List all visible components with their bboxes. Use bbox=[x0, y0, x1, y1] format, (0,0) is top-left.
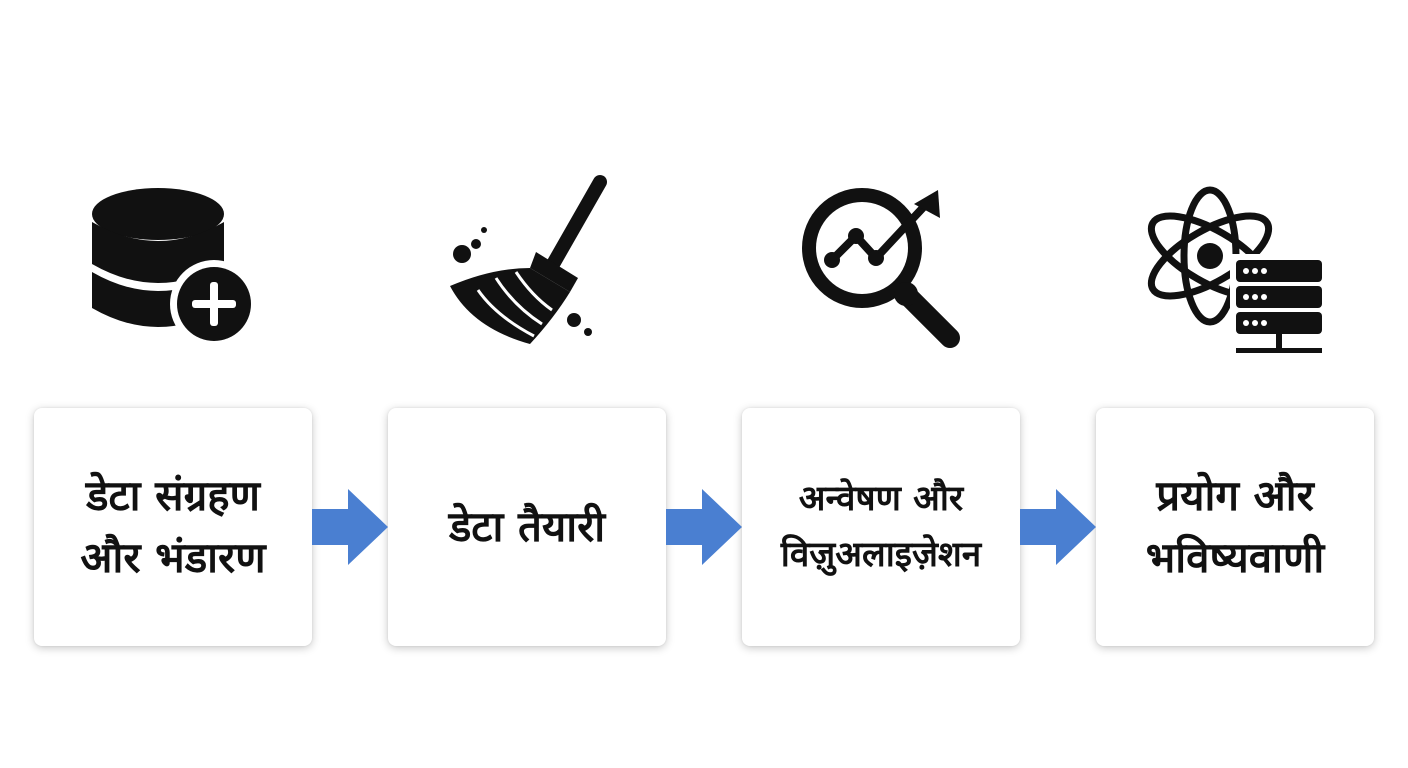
arrow-right-icon bbox=[1020, 489, 1096, 565]
step-4-line-1: प्रयोग और bbox=[1156, 471, 1314, 520]
step-box-2: डेटा तैयारी bbox=[388, 408, 666, 646]
step-box-3: अन्वेषण और विज़ुअलाइज़ेशन bbox=[742, 408, 1020, 646]
arrow-right-icon bbox=[666, 489, 742, 565]
step-3-line-1: अन्वेषण और bbox=[798, 479, 964, 519]
step-4-line-2: भविष्यवाणी bbox=[1145, 533, 1325, 582]
broom-icon bbox=[436, 168, 626, 358]
atom-server-icon bbox=[1140, 168, 1330, 358]
step-box-1: डेटा संग्रहण और भंडारण bbox=[34, 408, 312, 646]
step-1-line-1: डेटा संग्रहण bbox=[86, 471, 260, 520]
step-3-line-2: विज़ुअलाइज़ेशन bbox=[780, 535, 982, 575]
arrow-right-icon bbox=[312, 489, 388, 565]
step-box-4: प्रयोग और भविष्यवाणी bbox=[1096, 408, 1374, 646]
step-1-line-2: और भंडारण bbox=[80, 533, 266, 582]
database-add-icon bbox=[72, 168, 262, 358]
magnifier-chart-icon bbox=[788, 168, 978, 358]
step-2-line-1: डेटा तैयारी bbox=[448, 502, 606, 551]
